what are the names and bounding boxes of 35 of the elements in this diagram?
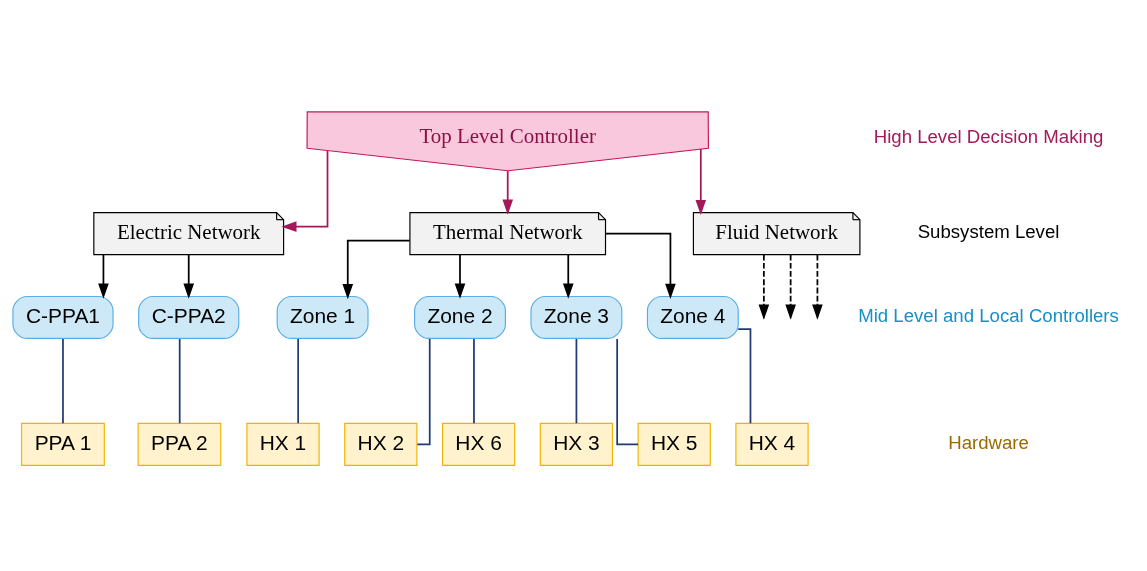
connector <box>416 338 431 446</box>
connector <box>62 338 64 425</box>
node-box: Zone 4 <box>646 295 739 339</box>
connector <box>473 338 475 425</box>
arrow <box>695 148 707 216</box>
node-box: Zone 1 <box>276 295 369 339</box>
arrow <box>183 253 195 299</box>
arrow <box>454 253 466 299</box>
arrow <box>98 253 109 299</box>
label: Hardware <box>948 431 1029 453</box>
node-box: PPA 2 <box>137 422 222 466</box>
node-box: HX 2 <box>344 422 418 466</box>
arrow <box>604 232 676 299</box>
node-box: C-PPA2 <box>138 295 240 339</box>
node-box: HX 6 <box>441 422 516 466</box>
connector <box>178 338 181 425</box>
node-box: C-PPA1 <box>12 295 114 339</box>
label: Mid Level and Local Controllers <box>858 304 1119 326</box>
arrow <box>502 170 514 215</box>
arrow <box>562 253 574 299</box>
node-box: HX 5 <box>637 422 711 466</box>
node-box: PPA 1 <box>21 422 105 466</box>
node-box: HX 4 <box>735 422 809 466</box>
connector <box>297 338 300 425</box>
node-box: HX 3 <box>539 422 614 466</box>
node-box: Zone 2 <box>414 295 506 339</box>
connector <box>616 338 639 446</box>
label: High Level Decision Making <box>873 125 1104 147</box>
connector <box>737 328 752 425</box>
node-box: HX 1 <box>246 422 320 466</box>
label: Subsystem Level <box>917 221 1060 243</box>
connector <box>575 338 578 425</box>
node-box: Zone 3 <box>530 295 623 339</box>
arrow <box>342 239 411 300</box>
arrow <box>281 150 329 232</box>
